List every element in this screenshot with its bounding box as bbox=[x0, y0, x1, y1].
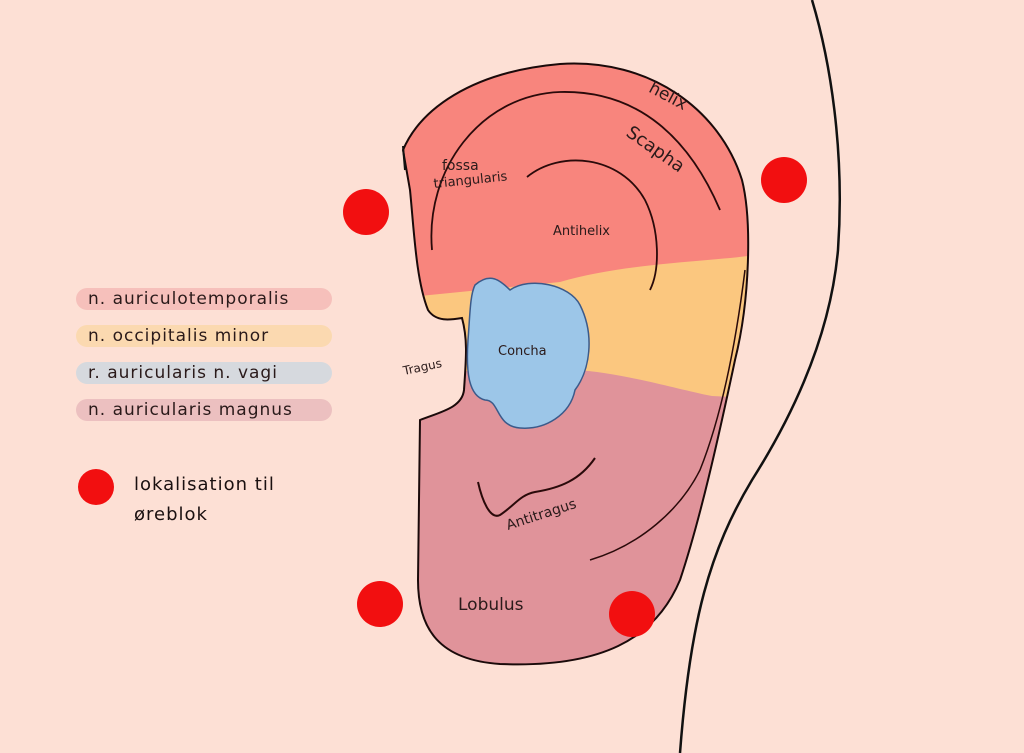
block-site-dot bbox=[609, 591, 655, 637]
tragus-edge bbox=[402, 145, 406, 171]
scapha-line bbox=[589, 269, 746, 561]
label-lobulus: Lobulus bbox=[458, 595, 524, 615]
region-auriculotemporalis bbox=[403, 63, 749, 300]
label-antihelix: Antihelix bbox=[553, 224, 610, 239]
label-tragus: Tragus bbox=[401, 356, 443, 378]
label-fossa: fossa bbox=[442, 158, 479, 174]
legend-auriculotemporalis: n. auriculotemporalis bbox=[76, 288, 332, 310]
legend-block-label: lokalisation til øreblok bbox=[134, 474, 275, 525]
antihelix-line bbox=[526, 159, 658, 291]
legend-block-dot bbox=[78, 469, 114, 505]
block-site-dot bbox=[357, 581, 403, 627]
region-concha bbox=[466, 277, 590, 429]
block-site-dot bbox=[761, 157, 807, 203]
label-concha: Concha bbox=[498, 344, 547, 359]
block-site-dot bbox=[343, 189, 389, 235]
legend-auricularis-magnus: n. auricularis magnus bbox=[76, 399, 332, 421]
legend-auricularis-vagi: r. auricularis n. vagi bbox=[76, 362, 332, 384]
antitragus-line bbox=[477, 457, 596, 517]
head-outline bbox=[678, 0, 841, 753]
legend-occipitalis-minor: n. occipitalis minor bbox=[76, 325, 332, 347]
helix-line bbox=[430, 91, 721, 251]
